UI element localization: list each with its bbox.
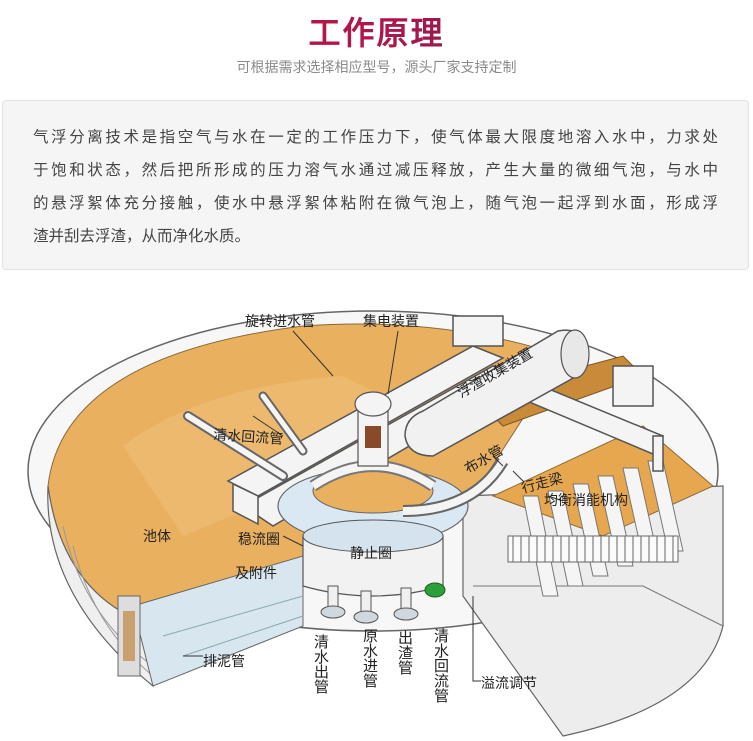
label-stabilizer: 稳流圈 [238, 532, 280, 548]
label-collector: 集电装置 [363, 313, 419, 330]
label-tank: 池体 [143, 529, 171, 545]
label-raw-in: 原水进管 [361, 628, 379, 688]
label-still-ring: 静止圈 [350, 546, 392, 562]
vertical-text: 清水出管 [312, 634, 330, 694]
label-baffle: 均衡消能机构 [544, 493, 628, 509]
label-scum-out: 出渣管 [396, 630, 414, 675]
label-sludge-pipe: 排泥管 [203, 654, 245, 670]
label-clear-out: 清水出管 [312, 634, 330, 694]
label-clear-return: 清水回流管 [213, 427, 284, 448]
label-overflow: 溢流调节 [481, 676, 537, 692]
vertical-text: 原水进管 [361, 628, 379, 688]
label-rotary-inlet: 旋转进水管 [245, 314, 315, 330]
leader-lines [183, 330, 564, 682]
sludge-slope [132, 555, 304, 687]
page-title: 工作原理 [0, 8, 753, 54]
description-line: 渣并刮去浮渣，从而净化水质。 [33, 227, 251, 245]
label-stabilizer-accessory: 及附件 [235, 566, 277, 582]
description-line: 的悬浮絮体充分接触，使水中悬浮絮体粘附在微气泡上，随气泡一起浮到水面，形成浮 [33, 194, 718, 212]
description-line: 于饱和状态，然后把所形成的压力溶气水通过减压释放，产生大量的微细气泡，与水中 [33, 161, 718, 179]
flotation-diagram: 旋转进水管 集电装置 浮渣收集装置 清水回流管 布水管 行走梁 均衡消能机构 池… [3, 296, 750, 741]
label-return-vertical: 清水回流管 [432, 628, 450, 703]
center-assembly [277, 391, 469, 624]
overflow-weir [507, 535, 679, 563]
scum-collector-tube [404, 329, 590, 457]
page-subtitle: 可根据需求选择相应型号，源头厂家支持定制 [236, 60, 517, 76]
diagram-svg: 旋转进水管 集电装置 浮渣收集装置 清水回流管 布水管 行走梁 均衡消能机构 池… [27, 310, 724, 737]
description-box: 气浮分离技术是指空气与水在一定的工作压力下，使气体最大限度地溶入水中，力求处 于… [2, 100, 749, 270]
vertical-text: 出渣管 [396, 630, 414, 675]
vertical-text: 清水回流管 [432, 628, 450, 703]
green-valve [424, 582, 446, 598]
description-line: 气浮分离技术是指空气与水在一定的工作压力下，使气体最大限度地溶入水中，力求处 [33, 128, 718, 146]
